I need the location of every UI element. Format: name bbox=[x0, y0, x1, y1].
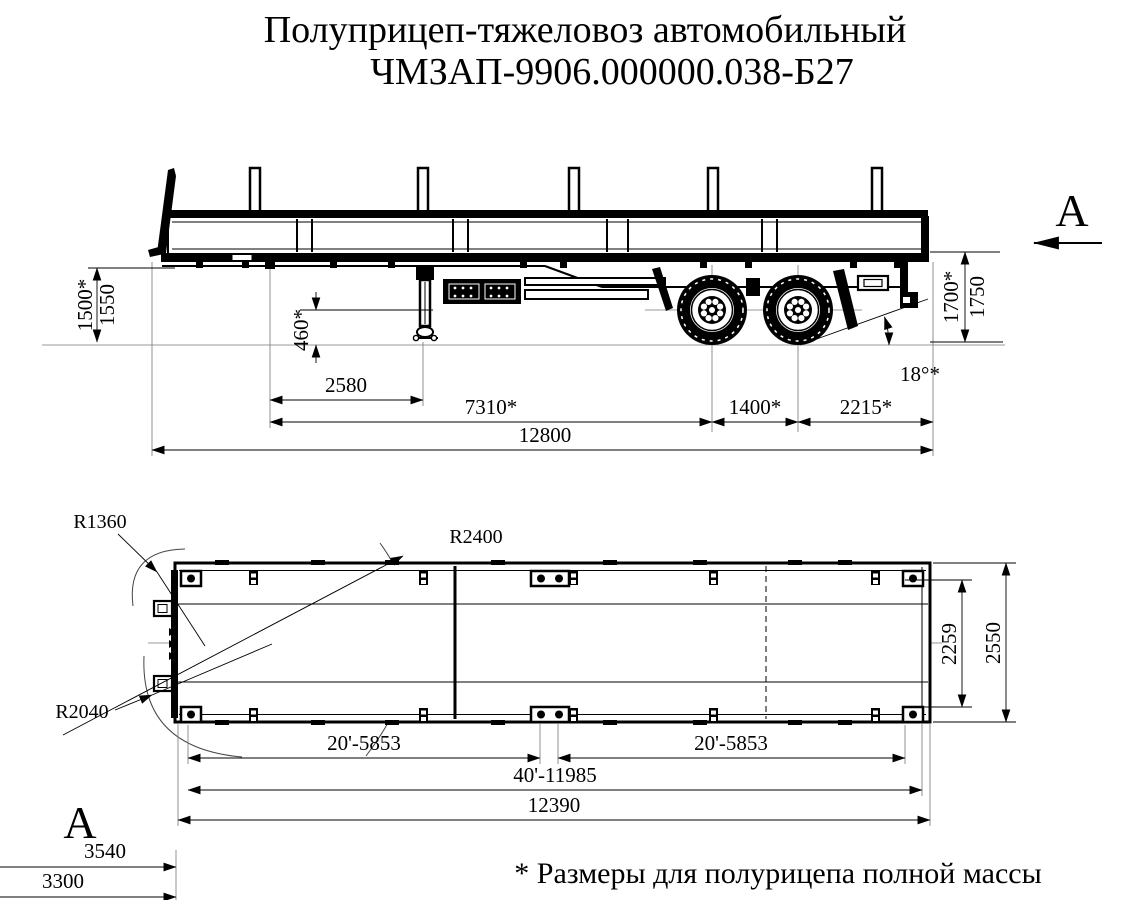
toolbox bbox=[443, 279, 521, 304]
view-label-a-top: A bbox=[1055, 185, 1088, 236]
dim-height-rear: 1750 bbox=[965, 276, 989, 318]
wheel-2 bbox=[763, 275, 833, 345]
dim-height-front-laden: 1500* bbox=[73, 279, 97, 332]
plan-front-edge bbox=[152, 570, 178, 718]
dim-kingpin-to-legs: 2580 bbox=[325, 373, 367, 397]
dim-frame-length: 12390 bbox=[528, 793, 581, 817]
side-view: 18°* 2580 7310* 1400* 2215* 12800 1500* … bbox=[42, 166, 1102, 456]
dim-container40: 40'-11985 bbox=[513, 763, 597, 787]
wheels bbox=[677, 275, 833, 345]
stakes bbox=[248, 166, 884, 216]
suspension-block bbox=[746, 278, 760, 296]
lock-plate-top bbox=[529, 569, 571, 588]
taillight-box bbox=[856, 274, 890, 292]
dim-overall-width: 2550 bbox=[981, 622, 1005, 664]
corner-fittings bbox=[179, 569, 925, 724]
side-guard-upper bbox=[524, 277, 666, 286]
dim-front-offset-2: 3300 bbox=[42, 869, 84, 893]
radius-labels: R1360 R2400 R2040 bbox=[55, 511, 503, 736]
plan-frame bbox=[173, 561, 932, 724]
radius-label-r2040: R2040 bbox=[55, 701, 108, 723]
rear-corner-bracket bbox=[900, 262, 918, 308]
radius-label-r1360: R1360 bbox=[73, 511, 126, 533]
mudflap bbox=[833, 269, 858, 330]
title-line1: Полуприцеп-тяжеловоз автомобильный bbox=[264, 9, 907, 51]
title-line2: ЧМЗАП-9906.000000.038-Б27 bbox=[370, 51, 854, 93]
kingpin bbox=[265, 262, 275, 269]
title-block: Полуприцеп-тяжеловоз автомобильный ЧМЗАП… bbox=[264, 9, 907, 93]
dim-kingpin-to-axle1: 7310* bbox=[465, 395, 518, 419]
dim-overall-length: 12800 bbox=[519, 423, 572, 447]
dim-height-front: 1550 bbox=[95, 284, 119, 326]
front-board bbox=[157, 168, 176, 253]
platform bbox=[148, 168, 929, 262]
plan-length-dimensions: 20'-5853 20'-5853 40'-11985 12390 3540 3… bbox=[0, 723, 931, 900]
dim-departure-angle: 18°* bbox=[900, 362, 940, 386]
rear-end-post bbox=[921, 212, 928, 262]
lock-plate-bottom bbox=[529, 705, 571, 724]
front-foot bbox=[148, 246, 164, 257]
view-label-a-bottom: A bbox=[63, 797, 96, 848]
rope-hooks bbox=[196, 262, 901, 268]
fender-strut bbox=[652, 267, 673, 311]
radius-label-r2400: R2400 bbox=[449, 526, 502, 548]
dim-inner-width: 2259 bbox=[937, 623, 961, 665]
dim-container20-right: 20'-5853 bbox=[694, 731, 768, 755]
dim-coupling-height: 460* bbox=[289, 309, 313, 351]
chassis bbox=[162, 262, 918, 342]
arc-r2040 bbox=[143, 655, 243, 758]
edge-ticks bbox=[215, 560, 852, 725]
dim-height-rear-laden: 1700* bbox=[939, 271, 963, 324]
view-direction-a-top: A bbox=[1032, 185, 1102, 250]
footnote: * Размеры для полурицепа полной массы bbox=[514, 857, 1041, 890]
plan-view: R1360 R2400 R2040 2259 2550 bbox=[0, 511, 1016, 900]
maker-plate bbox=[231, 254, 253, 261]
dim-rear-overhang: 2215* bbox=[840, 395, 893, 419]
pockets-bottom bbox=[249, 708, 880, 722]
dim-container20-left: 20'-5853 bbox=[327, 731, 401, 755]
stake-pockets bbox=[215, 560, 880, 725]
arc-r1360 bbox=[131, 548, 186, 607]
side-view-dimensions: 2580 7310* 1400* 2215* 12800 1500* 1550 … bbox=[73, 251, 1003, 455]
pockets-top bbox=[249, 571, 880, 585]
plan-width-dimensions: 2259 2550 bbox=[905, 562, 1016, 723]
dim-axle-spread: 1400* bbox=[729, 395, 782, 419]
wheel-1 bbox=[677, 275, 747, 345]
departure-angle: 18°* bbox=[799, 298, 940, 386]
landing-legs bbox=[412, 266, 438, 342]
side-guard-lower bbox=[524, 289, 649, 300]
dim-front-offset-1: 3540 bbox=[84, 839, 126, 863]
